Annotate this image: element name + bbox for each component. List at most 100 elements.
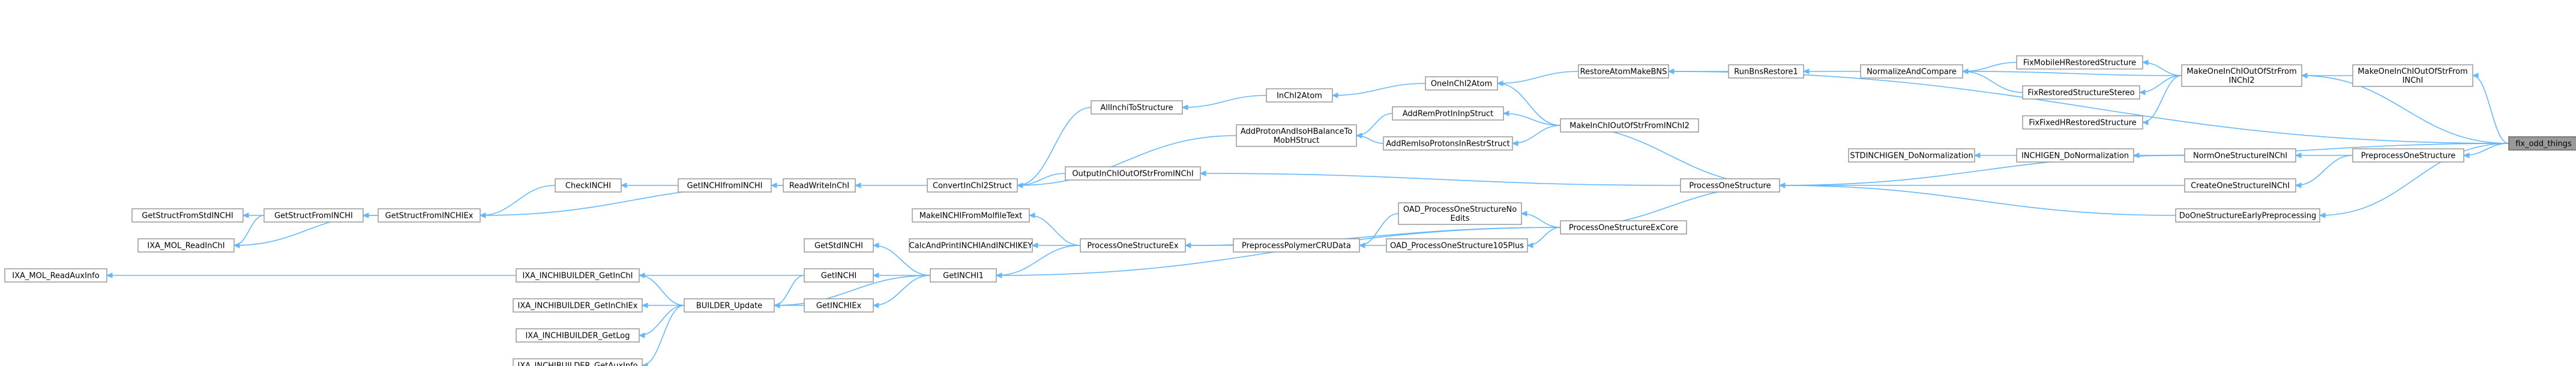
- arrowhead-icon: [638, 332, 645, 338]
- node-box: [1680, 178, 1780, 193]
- node-make-inchifrom-molfile-text[interactable]: MakeINCHIFromMolfileText: [912, 208, 1030, 223]
- node-get-struct-from-inchi[interactable]: GetStructFromINCHI: [263, 208, 364, 223]
- node-get-std-inchi[interactable]: GetStdINCHI: [804, 238, 874, 253]
- node-label: GetINCHIEx: [816, 302, 862, 311]
- arrowhead-icon: [1184, 242, 1191, 248]
- node-fix-restored-structure-stereo[interactable]: FixRestoredStructureStereo: [2022, 85, 2140, 100]
- node-inchigen-do-normalization[interactable]: INCHIGEN_DoNormalization: [2016, 148, 2134, 163]
- edge-get-inchi-to-builder-update: [773, 275, 805, 308]
- node-oad-process-one-structure105-plus[interactable]: OAD_ProcessOneStructure105Plus: [1386, 238, 1528, 253]
- node-add-rem-iso-protons-in-restr-struct[interactable]: AddRemIsoProtonsInRestrStruct: [1383, 136, 1513, 151]
- arrowhead-icon: [1511, 140, 1518, 146]
- edge-line: [1503, 113, 1561, 126]
- node-ixa-inchibuilder-get-in-ch-i[interactable]: IXA_INCHIBUILDER_GetInChI: [516, 268, 640, 283]
- node-read-write-in-ch-i[interactable]: ReadWriteInChI: [783, 178, 856, 193]
- node-run-bns-restore1[interactable]: RunBnsRestore1: [1728, 64, 1804, 79]
- node-label: GetStructFromINCHIEx: [385, 212, 474, 221]
- edge-preprocess-polymer-crudata-to-process-one-structure-ex: [1184, 242, 1233, 248]
- edge-builder-update-to-ixa-inchibuilder-get-aux-info: [641, 305, 685, 366]
- node-calc-and-print-inchiand-inchikey[interactable]: CalcAndPrintINCHIAndINCHIKEY: [909, 238, 1033, 253]
- edge-line: [639, 305, 685, 336]
- node-get-inchi[interactable]: GetINCHI: [804, 268, 874, 283]
- node-label: IXA_INCHIBUILDER_GetInChIEx: [518, 302, 638, 311]
- edge-line: [1521, 213, 1561, 228]
- edge-line: [2472, 75, 2509, 144]
- edge-line: [1497, 71, 1579, 84]
- node-ixa-inchibuilder-get-in-ch-iex[interactable]: IXA_INCHIBUILDER_GetInChIEx: [513, 298, 643, 313]
- node-one-in-ch-i2-atom[interactable]: OneInChI2Atom: [1425, 76, 1498, 91]
- node-get-struct-from-inchiex[interactable]: GetStructFromINCHIEx: [378, 208, 481, 223]
- node-label: RestoreAtomMakeBNS: [1580, 68, 1667, 77]
- node-label: MakeOneInChIOutOfStrFrom: [2358, 67, 2467, 76]
- arrowhead-icon: [1199, 170, 1206, 176]
- node-process-one-structure[interactable]: ProcessOneStructure: [1680, 178, 1780, 193]
- edge-make-one-in-ch-iout-of-str-from-inch-i-to-make-one-in-ch-iout-of-str-from-inch-i2: [2301, 73, 2353, 79]
- node-box: [930, 268, 997, 283]
- node-box: [1383, 136, 1513, 151]
- node-ixa-mol-read-aux-info[interactable]: IXA_MOL_ReadAuxInfo: [4, 268, 107, 283]
- node-box: [2016, 55, 2143, 70]
- node-ixa-inchibuilder-get-aux-info[interactable]: IXA_INCHIBUILDER_GetAuxInfo: [513, 358, 643, 366]
- node-create-one-structure-inch-i[interactable]: CreateOneStructureINChI: [2184, 178, 2296, 193]
- node-normalize-and-compare[interactable]: NormalizeAndCompare: [1860, 64, 1963, 79]
- arrowhead-icon: [242, 212, 249, 218]
- node-do-one-structure-early-preprocessing[interactable]: DoOneStructureEarlyPreprocessing: [2175, 208, 2320, 223]
- node-label: IXA_MOL_ReadInChI: [147, 242, 224, 251]
- node-fix-mobile-hrestored-structure[interactable]: FixMobileHRestoredStructure: [2016, 55, 2143, 70]
- arrowhead-icon: [1181, 104, 1188, 110]
- node-check-inchi[interactable]: CheckINCHI: [555, 178, 622, 193]
- node-convert-in-ch-i2-struct[interactable]: ConvertInChI2Struct: [927, 178, 1018, 193]
- node-ixa-mol-read-in-ch-i[interactable]: IXA_MOL_ReadInChI: [137, 238, 235, 253]
- node-label: NormalizeAndCompare: [1867, 68, 1957, 77]
- node-process-one-structure-ex-core[interactable]: ProcessOneStructureExCore: [1560, 220, 1687, 235]
- arrowhead-icon: [773, 302, 780, 308]
- node-box: [1266, 88, 1333, 103]
- node-label: GetStdINCHI: [814, 242, 863, 251]
- node-norm-one-structure-inch-i[interactable]: NormOneStructureINChI: [2184, 148, 2296, 163]
- edge-make-in-ch-iout-of-str-from-inch-i2-to-one-in-ch-i2-atom: [1496, 80, 1561, 126]
- arrowhead-icon: [2295, 182, 2302, 188]
- arrowhead-icon: [995, 272, 1002, 278]
- node-get-struct-from-std-inchi[interactable]: GetStructFromStdINCHI: [131, 208, 244, 223]
- node-ixa-inchibuilder-get-log[interactable]: IXA_INCHIBUILDER_GetLog: [516, 328, 640, 343]
- node-fix-odd-things[interactable]: fix_odd_things: [2508, 136, 2576, 151]
- edge-line: [1962, 71, 2023, 93]
- node-restore-atom-make-bns[interactable]: RestoreAtomMakeBNS: [1578, 64, 1669, 79]
- node-preprocess-polymer-crudata[interactable]: PreprocessPolymerCRUData: [1233, 238, 1360, 253]
- node-in-ch-i2-atom[interactable]: InChI2Atom: [1266, 88, 1333, 103]
- edge-oad-process-one-structure105-plus-to-preprocess-polymer-crudata: [1358, 242, 1386, 248]
- arrowhead-icon: [641, 302, 648, 308]
- node-box: [2184, 148, 2296, 163]
- node-preprocess-one-structure[interactable]: PreprocessOneStructure: [2352, 148, 2464, 163]
- node-box: [804, 268, 874, 283]
- edge-line: [1560, 125, 1780, 186]
- node-label: AddRemProtInInpStruct: [1403, 110, 1494, 119]
- node-process-one-structure-ex[interactable]: ProcessOneStructureEx: [1080, 238, 1186, 253]
- node-get-inchifrom-inchi[interactable]: GetINCHIfromINCHI: [678, 178, 772, 193]
- edge-do-one-structure-early-preprocessing-to-process-one-structure: [1778, 182, 2176, 216]
- edge-line: [1962, 71, 2182, 76]
- node-get-inchi1[interactable]: GetINCHI1: [930, 268, 997, 283]
- node-stdinchigen-do-normalization[interactable]: STDINCHIGEN_DoNormalization: [1848, 148, 1975, 163]
- node-box: [1065, 166, 1201, 181]
- edge-line: [1182, 95, 1267, 108]
- node-make-in-ch-iout-of-str-from-inch-i2[interactable]: MakeInChIOutOfStrFromINChI2: [1560, 118, 1699, 133]
- edge-process-one-structure-to-output-in-ch-iout-of-str-from-inch-i: [1199, 170, 1681, 186]
- edge-fix-odd-things-to-do-one-structure-early-preprocessing: [2319, 143, 2509, 218]
- node-output-in-ch-iout-of-str-from-inch-i[interactable]: OutputInChIOutOfStrFromINChI: [1065, 166, 1201, 181]
- edge-line: [2319, 143, 2509, 216]
- edge-line: [1017, 107, 1092, 186]
- node-builder-update[interactable]: BUILDER_Update: [684, 298, 775, 313]
- node-all-inchi-to-structure[interactable]: AllInchiToStructure: [1091, 100, 1183, 115]
- node-label: IXA_INCHIBUILDER_GetAuxInfo: [517, 362, 637, 366]
- node-get-inchiex[interactable]: GetINCHIEx: [804, 298, 874, 313]
- node-box: [2352, 148, 2464, 163]
- arrowhead-icon: [233, 242, 240, 248]
- node-fix-fixed-hrestored-structure[interactable]: FixFixedHRestoredStructure: [2022, 115, 2143, 130]
- arrowhead-icon: [1802, 68, 1810, 74]
- node-add-rem-prot-in-inp-struct[interactable]: AddRemProtInInpStruct: [1392, 106, 1504, 121]
